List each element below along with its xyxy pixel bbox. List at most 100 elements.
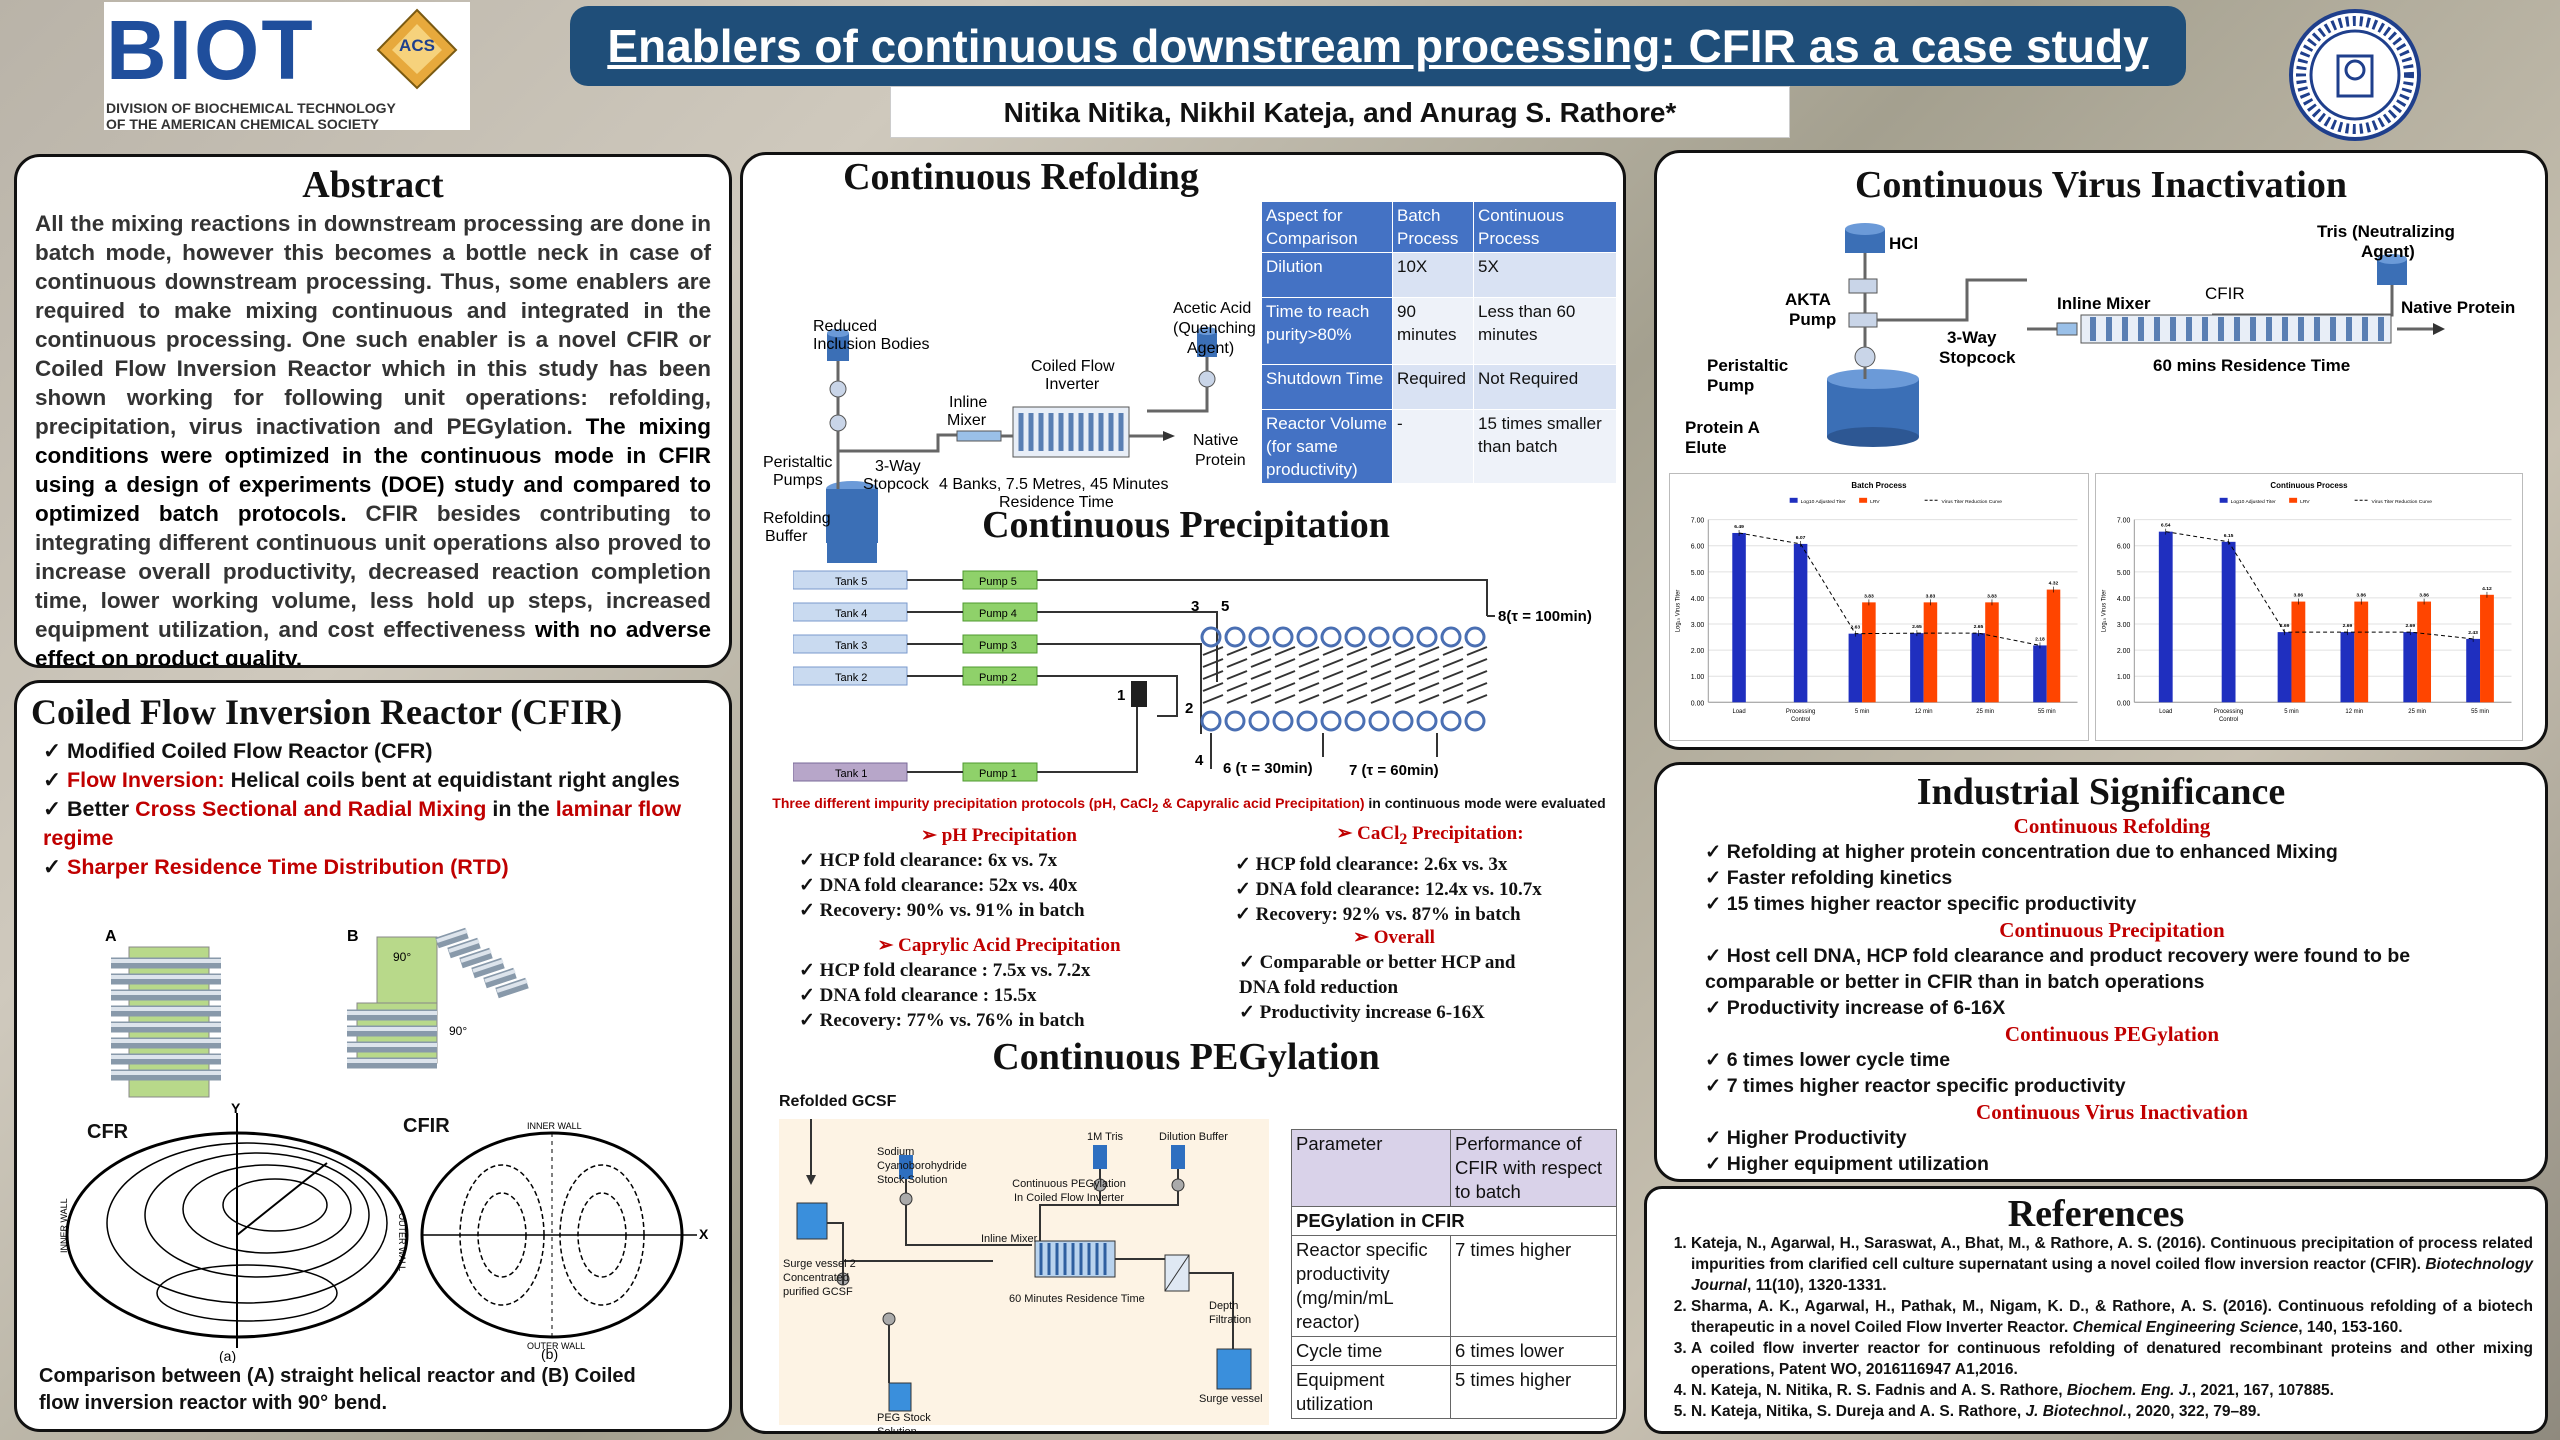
- y-tick-label: 7.00: [2117, 518, 2131, 525]
- svg-text:Mixer: Mixer: [947, 412, 987, 429]
- svg-text:Tank 5: Tank 5: [835, 576, 867, 588]
- industrial-heading: Industrial Significance: [1916, 771, 2286, 813]
- y-tick-label: 6.00: [2117, 544, 2131, 551]
- svg-text:Stopcock: Stopcock: [863, 476, 930, 493]
- y-tick-label: 4.00: [2117, 596, 2131, 603]
- precipitation-caption: Three different impurity precipitation p…: [772, 795, 1606, 815]
- pegylation-table: Parameter Performance of CFIR with respe…: [1291, 1129, 1617, 1419]
- cfir-panel: Coiled Flow Inversion Reactor (CFIR) Mod…: [14, 680, 732, 1432]
- sub-label-b: (b): [541, 1346, 558, 1362]
- y-tick-label: 1.00: [2117, 674, 2131, 681]
- cacl2-precipitation: ➢ CaCl2 Precipitation: HCP fold clearanc…: [1235, 821, 1623, 927]
- reference-item: N. Kateja, Nitika, S. Dureja and A. S. R…: [1691, 1401, 2533, 1422]
- svg-text:Pump 2: Pump 2: [979, 672, 1017, 684]
- legend-swatch: [2219, 497, 2228, 503]
- x-tick-label: 55 min: [2471, 709, 2489, 715]
- x-tick-label: 12 min: [2345, 709, 2363, 715]
- svg-text:Pump 1: Pump 1: [979, 768, 1017, 780]
- caprylic-precipitation: ➢ Caprylic Acid Precipitation HCP fold c…: [799, 933, 1199, 1033]
- references-panel: References Kateja, N., Agarwal, H., Sara…: [1644, 1186, 2548, 1434]
- bar: [2403, 632, 2418, 703]
- abstract-part-2: The mixing conditions were optimized in …: [35, 414, 711, 526]
- data-label: 4.12: [2482, 586, 2492, 592]
- refolding-heading: Continuous Refolding: [843, 156, 1199, 198]
- svg-text:Tank 2: Tank 2: [835, 672, 867, 684]
- list-item: Faster refolding kinetics: [1705, 865, 2519, 891]
- table-row: Reactor specific productivity (mg/min/mL…: [1291, 1235, 1617, 1337]
- refolding-diagram: Reduced Inclusion Bodies Acetic Acid (Qu…: [763, 300, 1256, 563]
- svg-text:7 (τ = 60min): 7 (τ = 60min): [1349, 762, 1439, 779]
- list-item: DNA fold clearance : 15.5x: [799, 983, 1199, 1008]
- svg-text:3-Way: 3-Way: [875, 458, 921, 475]
- bar: [1732, 532, 1746, 703]
- list-item: 7 times higher reactor specific producti…: [1705, 1073, 2519, 1099]
- middle-panel: Continuous Refolding Reduced Inclusion B…: [740, 152, 1626, 1434]
- x-axis-label: X: [699, 1226, 709, 1242]
- bar: [1971, 633, 1986, 703]
- svg-text:Agent): Agent): [1187, 340, 1234, 357]
- references-heading: References: [2007, 1193, 2185, 1235]
- table-row: Time to reach purity>80% 90 minutes Less…: [1261, 297, 1617, 365]
- list-item: 15 times higher reactor specific product…: [1705, 891, 2519, 917]
- legend-swatch: [1859, 497, 1868, 503]
- svg-text:Acetic Acid: Acetic Acid: [1173, 300, 1251, 317]
- bar: [1848, 633, 1863, 703]
- data-label: 2.69: [2343, 623, 2353, 629]
- cfir-heading: Coiled Flow Inversion Reactor (CFIR): [31, 692, 623, 732]
- svg-text:HCl: HCl: [1889, 234, 1918, 253]
- pegylation-table-header: Parameter Performance of CFIR with respe…: [1291, 1129, 1617, 1207]
- section-pegylation: Continuous PEGylation: [2004, 1022, 2220, 1046]
- biot-subtitle-2: OF THE AMERICAN CHEMICAL SOCIETY: [106, 116, 380, 132]
- ph-precipitation: ➢ pH Precipitation HCP fold clearance: 6…: [799, 823, 1199, 923]
- overall-summary: ➢ Overall Comparable or better HCP and D…: [1239, 925, 1549, 1025]
- list-item: Higher Productivity: [1705, 1125, 2519, 1151]
- table-row: Equipment utilization 5 times higher: [1291, 1365, 1617, 1419]
- sub-label-a: (a): [219, 1348, 236, 1363]
- svg-text:Tris (Neutralizing: Tris (Neutralizing: [2317, 222, 2455, 241]
- x-tick-label: 25 min: [2408, 709, 2426, 715]
- cross-section-diagram: Y X INNER WALL OUTER WALL INNER WALL OUT…: [59, 1103, 709, 1363]
- data-label: 2.63: [1851, 625, 1861, 631]
- bar: [2277, 632, 2292, 703]
- angle-label: 90°: [449, 1024, 467, 1038]
- svg-text:Reduced: Reduced: [813, 318, 877, 335]
- svg-text:Stopcock: Stopcock: [1939, 348, 2016, 367]
- table-row: Shutdown Time Required Not Required: [1261, 364, 1617, 410]
- legend-label: Log10 Adjusted Titer: [2231, 499, 2277, 505]
- svg-text:Residence Time: Residence Time: [999, 494, 1114, 511]
- cfir-bullet: Better Cross Sectional and Radial Mixing…: [43, 795, 729, 853]
- list-item: HCP fold clearance: 2.6x vs. 3x: [1235, 852, 1623, 877]
- data-label: 6.49: [1734, 524, 1744, 530]
- svg-text:Protein: Protein: [1195, 452, 1246, 469]
- cfir-label: CFIR: [403, 1115, 450, 1137]
- precipitation-heading: Continuous Precipitation: [982, 504, 1390, 546]
- abstract-heading: Abstract: [302, 164, 444, 206]
- list-item: Recovery: 90% vs. 91% in batch: [799, 898, 1199, 923]
- bar: [2221, 541, 2236, 703]
- svg-text:Elute: Elute: [1685, 438, 1727, 457]
- poster-authors: Nitika Nitika, Nikhil Kateja, and Anurag…: [890, 86, 1790, 138]
- abstract-body: All the mixing reactions in downstream p…: [17, 207, 729, 665]
- list-item: Recovery: 77% vs. 76% in batch: [799, 1008, 1199, 1033]
- svg-text:2: 2: [1185, 700, 1193, 717]
- references-list: Kateja, N., Agarwal, H., Saraswat, A., B…: [1647, 1233, 2545, 1422]
- legend-label: LRV: [1870, 499, 1880, 505]
- data-label: 6.54: [2161, 523, 2171, 529]
- reference-item: Kateja, N., Agarwal, H., Saraswat, A., B…: [1691, 1233, 2533, 1296]
- data-label: 4.32: [2049, 581, 2059, 587]
- svg-text:8(τ = 100min): 8(τ = 100min): [1498, 608, 1592, 625]
- svg-text:Pump: Pump: [1789, 310, 1836, 329]
- industrial-body: Continuous Refolding Refolding at higher…: [1657, 813, 2545, 1177]
- cfir-caption: Comparison between (A) straight helical …: [39, 1365, 636, 1414]
- cfr-label: CFR: [87, 1121, 129, 1143]
- section-virus: Continuous Virus Inactivation: [1976, 1100, 2248, 1124]
- outer-wall-label: OUTER WALL: [397, 1213, 407, 1271]
- chart-title: Batch Process: [1851, 481, 1907, 490]
- y-axis-label: Log₁₀ Virus Titer: [1676, 590, 1682, 633]
- bar: [2480, 594, 2494, 703]
- list-item: Productivity increase of 6-16X: [1705, 995, 2519, 1021]
- list-item: HCP fold clearance : 7.5x vs. 7.2x: [799, 958, 1199, 983]
- svg-text:6 (τ = 30min): 6 (τ = 30min): [1223, 760, 1313, 777]
- bar: [2158, 531, 2173, 703]
- svg-text:Inline: Inline: [949, 394, 987, 411]
